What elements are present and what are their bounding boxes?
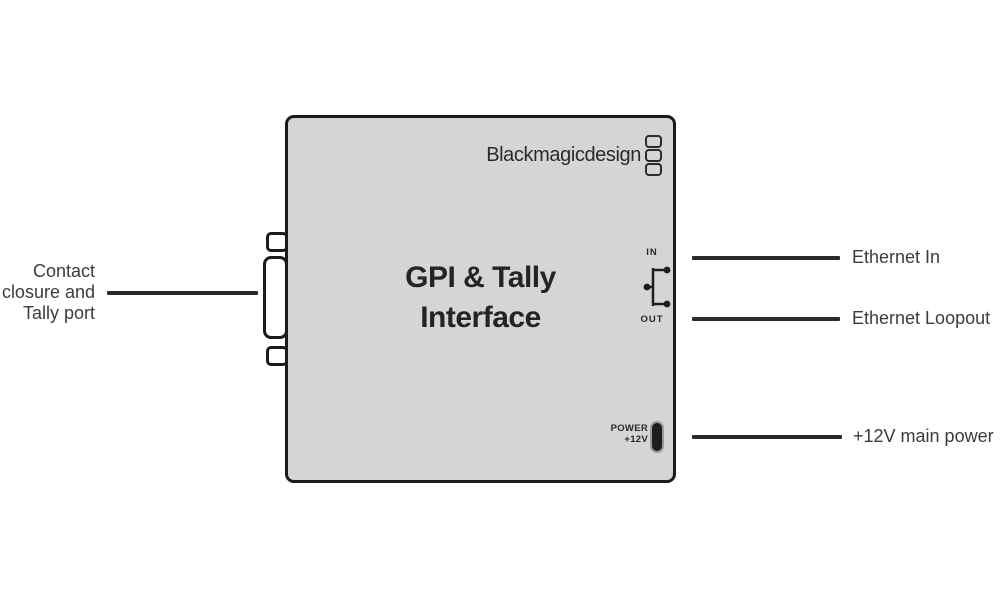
device-title-line2: Interface — [420, 301, 541, 334]
contact-closure-label: Contact closure and Tally port — [0, 261, 95, 324]
blackmagic-three-frames-icon — [645, 135, 662, 176]
port-in-label: IN — [646, 247, 658, 258]
power-connector-label: POWER +12V — [611, 423, 648, 445]
in-out-loop-through-icon — [643, 266, 671, 308]
brand: Blackmagicdesign — [486, 135, 662, 176]
device-title: GPI & Tally Interface — [288, 258, 673, 338]
ethernet-in-lead-line — [692, 256, 840, 260]
logo-frame-2 — [645, 149, 662, 162]
contact-closure-label-line2: closure and — [1, 282, 95, 302]
brand-wordmark: Blackmagicdesign — [486, 144, 641, 166]
port-out-label: OUT — [640, 314, 664, 325]
power-jack — [650, 421, 664, 453]
device-body: Blackmagicdesign GPI & Tally Interface I… — [285, 115, 676, 483]
ethernet-loopout-label: Ethernet Loopout — [852, 308, 991, 328]
ethernet-loopout-lead-line — [692, 317, 840, 321]
logo-frame-1 — [645, 135, 662, 148]
power-lead-line — [692, 435, 842, 439]
contact-closure-label-line3: Tally port — [22, 303, 95, 323]
contact-closure-lead-line — [107, 291, 258, 295]
device-title-line1: GPI & Tally — [405, 261, 556, 294]
ethernet-in-label: Ethernet In — [852, 247, 941, 267]
logo-frame-3 — [645, 163, 662, 176]
power-label-line2: +12V — [624, 434, 648, 445]
contact-closure-label-line1: Contact — [32, 261, 95, 281]
main-power-label: +12V main power — [853, 426, 994, 446]
power-label-line1: POWER — [610, 423, 648, 434]
